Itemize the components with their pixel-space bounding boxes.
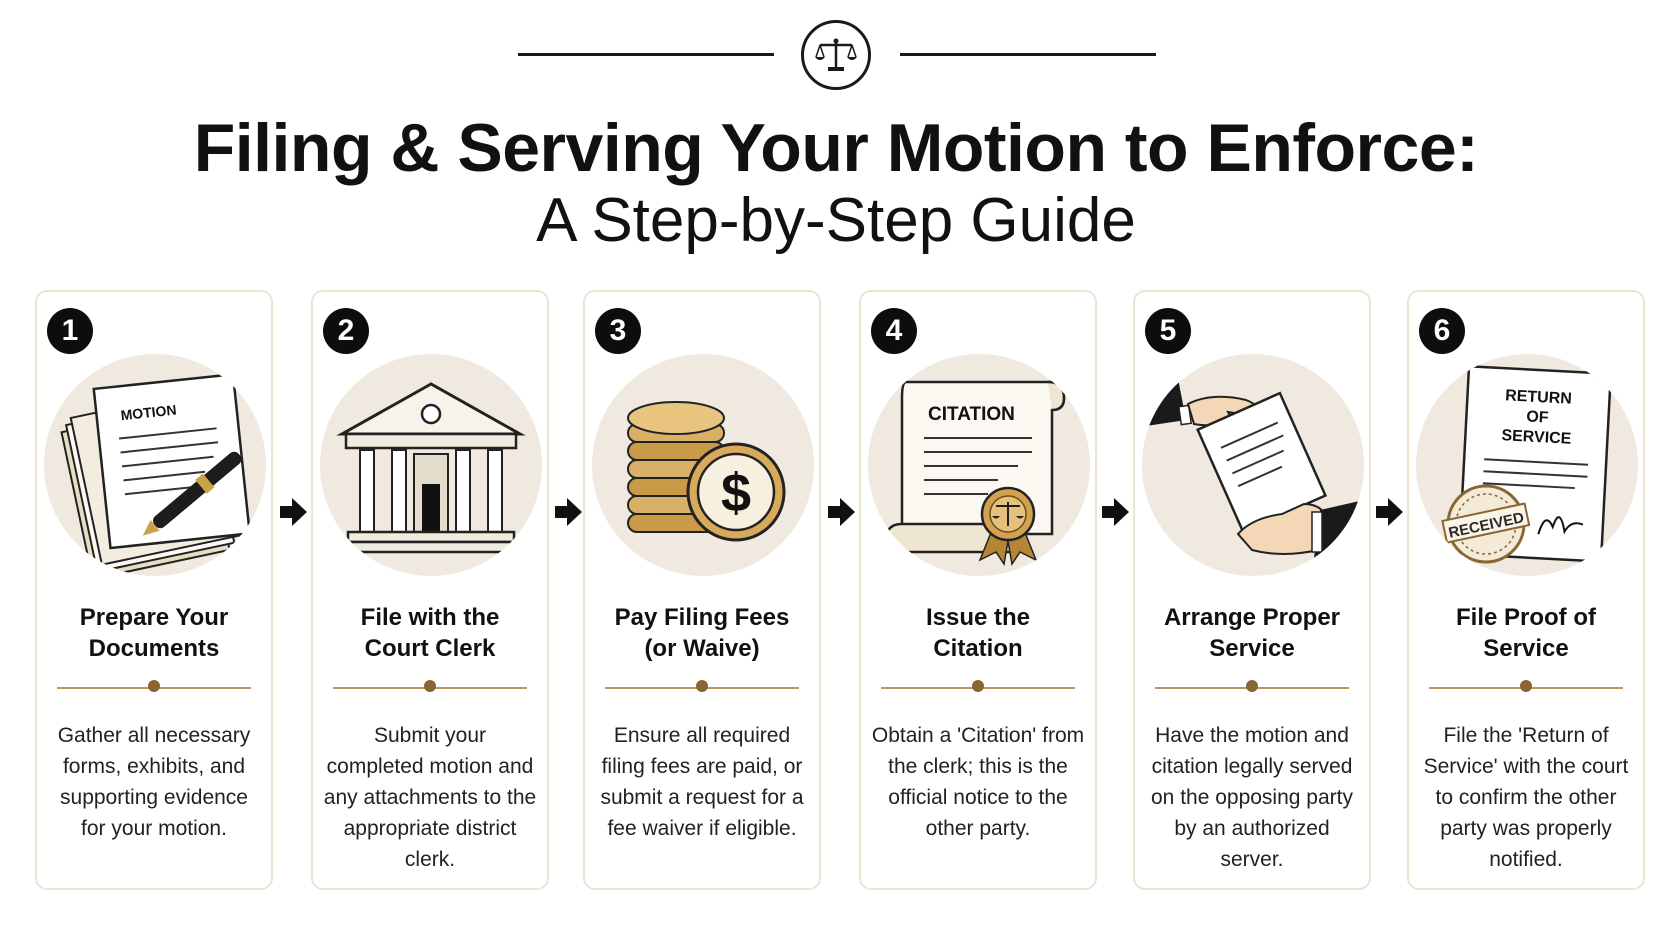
- arrow-right-icon: [280, 498, 307, 526]
- doc-label: MOTION: [120, 401, 177, 423]
- doc-label-line1: RETURN: [1505, 387, 1572, 407]
- divider-dot: [696, 680, 708, 692]
- step-number-badge: 4: [871, 308, 917, 354]
- step-number-badge: 6: [1419, 308, 1465, 354]
- motion-documents-pen-icon: MOTION: [44, 354, 266, 576]
- step-number-badge: 2: [323, 308, 369, 354]
- step-card-3: 3 $ Pay Filing Fees(or Waive) Ensure all…: [583, 290, 821, 890]
- divider-dot: [424, 680, 436, 692]
- page-title: Filing & Serving Your Motion to Enforce:: [193, 110, 1479, 186]
- step-number-badge: 1: [47, 308, 93, 354]
- divider-dot: [1520, 680, 1532, 692]
- step-description: File the 'Return of Service' with the co…: [1423, 724, 1629, 871]
- step-card-1: 1 MOTION Prepare Yo: [35, 290, 273, 890]
- doc-label-line3: SERVICE: [1501, 427, 1572, 448]
- scales-of-justice-icon: [801, 20, 871, 90]
- header-rule-left: [518, 53, 774, 56]
- step-card-6: 6 RETURN OF SERVICE RECEIVED File Proof …: [1407, 290, 1645, 890]
- coin-symbol: $: [721, 463, 751, 523]
- arrow-right-icon: [1376, 498, 1403, 526]
- header-rule-right: [900, 53, 1156, 56]
- step-description: Submit your completed motion and any att…: [323, 724, 537, 871]
- divider-dot: [972, 680, 984, 692]
- step-description: Have the motion and citation legally ser…: [1151, 724, 1353, 871]
- page-subtitle: A Step-by-Step Guide: [536, 186, 1136, 255]
- hands-passing-document-icon: [1142, 354, 1364, 576]
- arrow-right-icon: [555, 498, 582, 526]
- step-description: Gather all necessary forms, exhibits, an…: [57, 724, 251, 840]
- divider-dot: [148, 680, 160, 692]
- divider-dot: [1246, 680, 1258, 692]
- arrow-right-icon: [828, 498, 855, 526]
- step-number-badge: 5: [1145, 308, 1191, 354]
- doc-label: CITATION: [928, 404, 1015, 425]
- step-number-badge: 3: [595, 308, 641, 354]
- doc-label-line2: OF: [1526, 408, 1549, 426]
- courthouse-icon: [320, 354, 542, 576]
- coins-dollar-icon: $: [592, 354, 814, 576]
- citation-scroll-seal-icon: CITATION: [868, 354, 1090, 576]
- arrow-right-icon: [1102, 498, 1129, 526]
- step-description: Obtain a 'Citation' from the clerk; this…: [871, 724, 1085, 840]
- return-of-service-stamp-icon: RETURN OF SERVICE RECEIVED: [1416, 354, 1638, 576]
- step-description: Ensure all required filing fees are paid…: [600, 724, 804, 840]
- step-title: Pay Filing Fees(or Waive): [614, 604, 790, 662]
